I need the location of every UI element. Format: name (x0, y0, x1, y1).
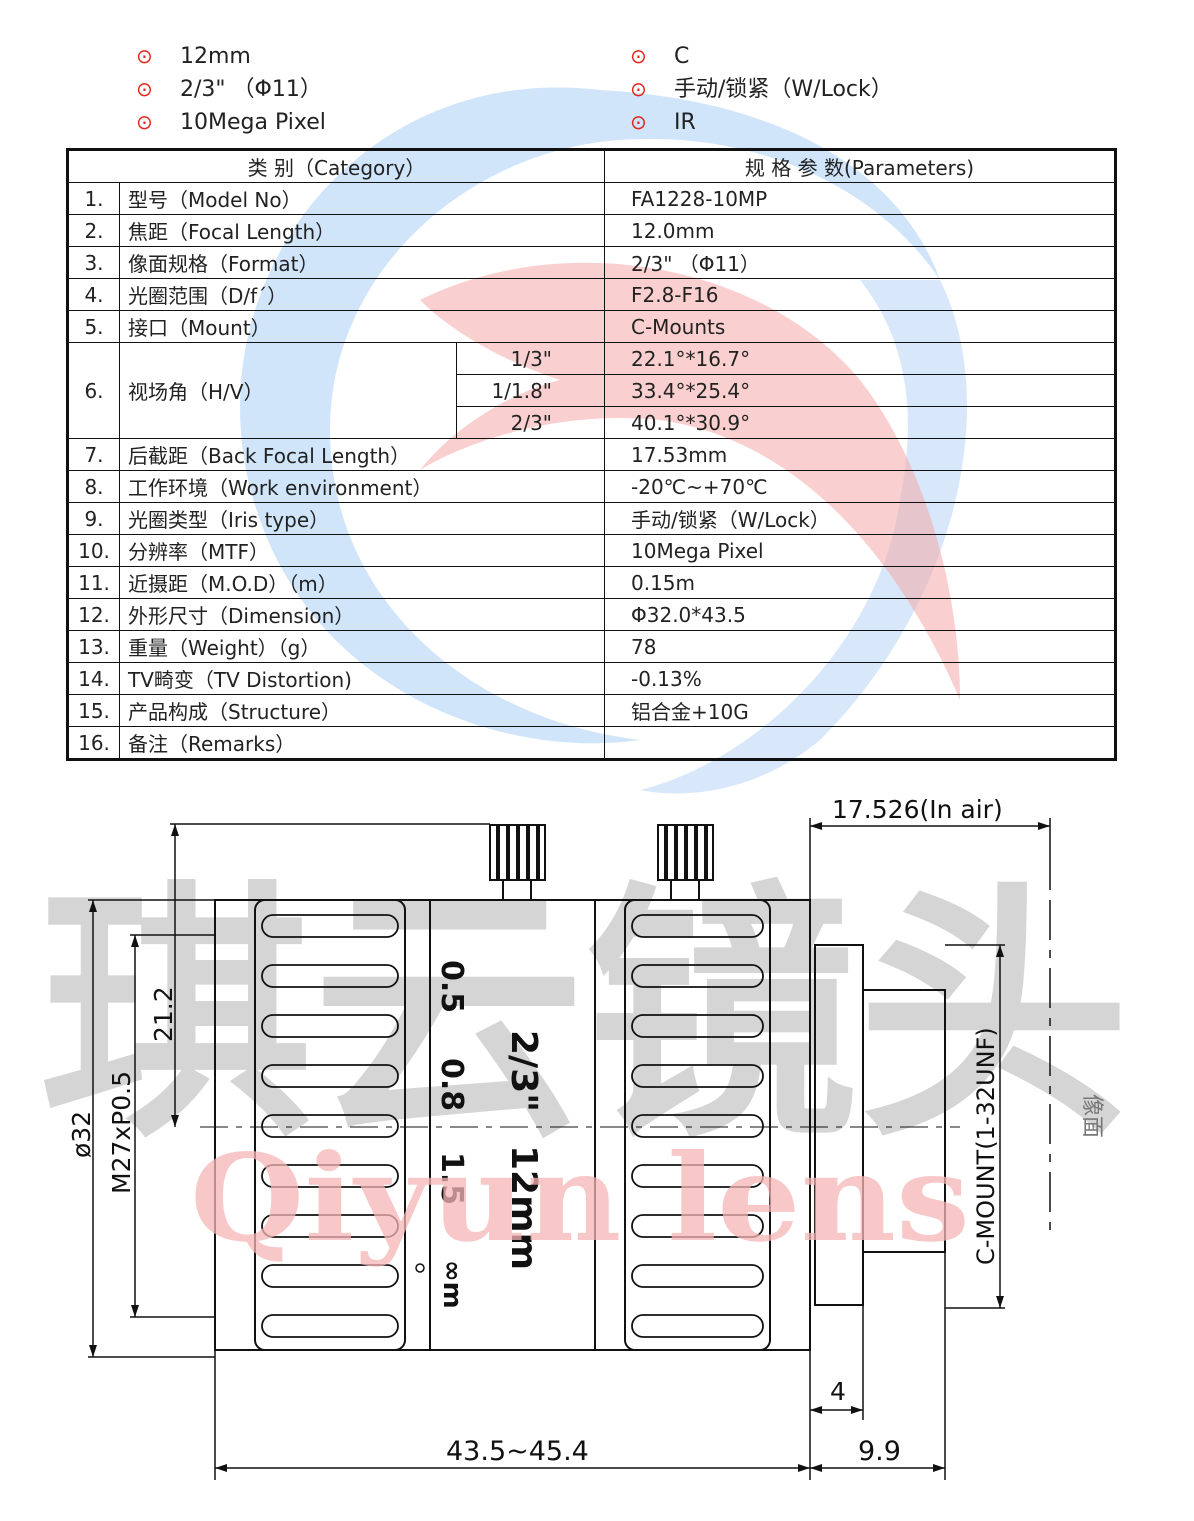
circled-dot-icon: ⊙ (630, 110, 647, 134)
dim-thread-label: M27xP0.5 (107, 1071, 136, 1194)
dim-length-label: 43.5~45.4 (446, 1436, 589, 1467)
feature-item: ⊙10Mega Pixel (136, 106, 326, 139)
circled-dot-icon: ⊙ (136, 44, 153, 68)
focus-scale-label: 1.5 (434, 1152, 469, 1205)
feature-item: ⊙IR (630, 106, 696, 139)
circled-dot-icon: ⊙ (136, 77, 153, 101)
image-plane-label: 像面 (1079, 1094, 1104, 1138)
dim-half-label: 21.2 (149, 986, 178, 1042)
feature-list: ⊙12mm ⊙2/3" （Φ11） ⊙10Mega Pixel ⊙C ⊙手动/锁… (130, 38, 1030, 138)
watermark-cn: 琪云镜头 (40, 859, 1130, 1174)
table-row: 5.接口（Mount）C-Mounts (67, 310, 1116, 343)
watermark-en: Qiyun lens (190, 1128, 970, 1269)
feature-item: ⊙12mm (136, 40, 251, 73)
lens-format-label: 2/3" (503, 1030, 544, 1112)
circled-dot-icon: ⊙ (630, 44, 647, 68)
table-row: 10.分辨率（MTF）10Mega Pixel (67, 534, 1116, 567)
dim-mount-label: C-MOUNT(1-32UNF) (972, 1027, 1000, 1265)
table-header-row: 类 别（Category） 规 格 参 数(Parameters) (67, 149, 1116, 183)
dim-flange-label: 9.9 (858, 1436, 901, 1467)
focus-scale-label: 0.8 (434, 1058, 469, 1111)
table-row: 11.近摄距（M.O.D）（m）0.15m (67, 566, 1116, 599)
table-row: 7.后截距（Back Focal Length）17.53mm (67, 438, 1116, 471)
dim-top-label: 17.526(In air) (832, 795, 1003, 824)
table-row: 12.外形尺寸（Dimension）Φ32.0*43.5 (67, 598, 1116, 631)
feature-item: ⊙C (630, 40, 689, 73)
table-row: 13.重量（Weight）（g）78 (67, 630, 1116, 663)
header-category: 类 别（Category） (67, 149, 605, 183)
table-row: 16.备注（Remarks） (67, 726, 1116, 760)
lens-dimension-drawing: 琪云镜头 0.5 0.8 1.5 ∞m 2/ (40, 795, 1130, 1480)
circled-dot-icon: ⊙ (630, 77, 647, 101)
circled-dot-icon: ⊙ (136, 110, 153, 134)
lens-focal-label: 12mm (503, 1145, 544, 1270)
table-row: 14.TV畸变（TV Distortion)-0.13% (67, 662, 1116, 695)
spec-table: 类 别（Category） 规 格 参 数(Parameters) 1.型号（M… (66, 148, 1117, 761)
table-row: 1/1.8"33.4°*25.4° (68, 374, 1116, 407)
feature-item: ⊙2/3" （Φ11） (136, 73, 322, 106)
dim-overall-dia-label: ø32 (67, 1111, 96, 1158)
header-parameters: 规 格 参 数(Parameters) (604, 149, 1116, 183)
focus-scale-label: 0.5 (434, 960, 469, 1013)
table-row: 1.型号（Model No）FA1228-10MP (67, 182, 1116, 215)
table-row: 4.光圈范围（D/f´）F2.8-F16 (67, 278, 1116, 311)
dim-4-label: 4 (830, 1377, 846, 1406)
feature-item: ⊙手动/锁紧（W/Lock） (630, 73, 893, 106)
table-row: 6. 视场角（H/V） 1/3" 22.1°*16.7° (67, 342, 1116, 439)
table-row: 3.像面规格（Format）2/3" （Φ11） (67, 246, 1116, 279)
table-row: 2.焦距（Focal Length）12.0mm (67, 214, 1116, 247)
table-row: 15.产品构成（Structure）铝合金+10G (67, 694, 1116, 727)
focus-scale-label: ∞m (437, 1260, 467, 1309)
table-row: 9.光圈类型（Iris type）手动/锁紧（W/Lock） (67, 502, 1116, 535)
table-row: 8.工作环境（Work environment）-20℃~+70℃ (67, 470, 1116, 503)
